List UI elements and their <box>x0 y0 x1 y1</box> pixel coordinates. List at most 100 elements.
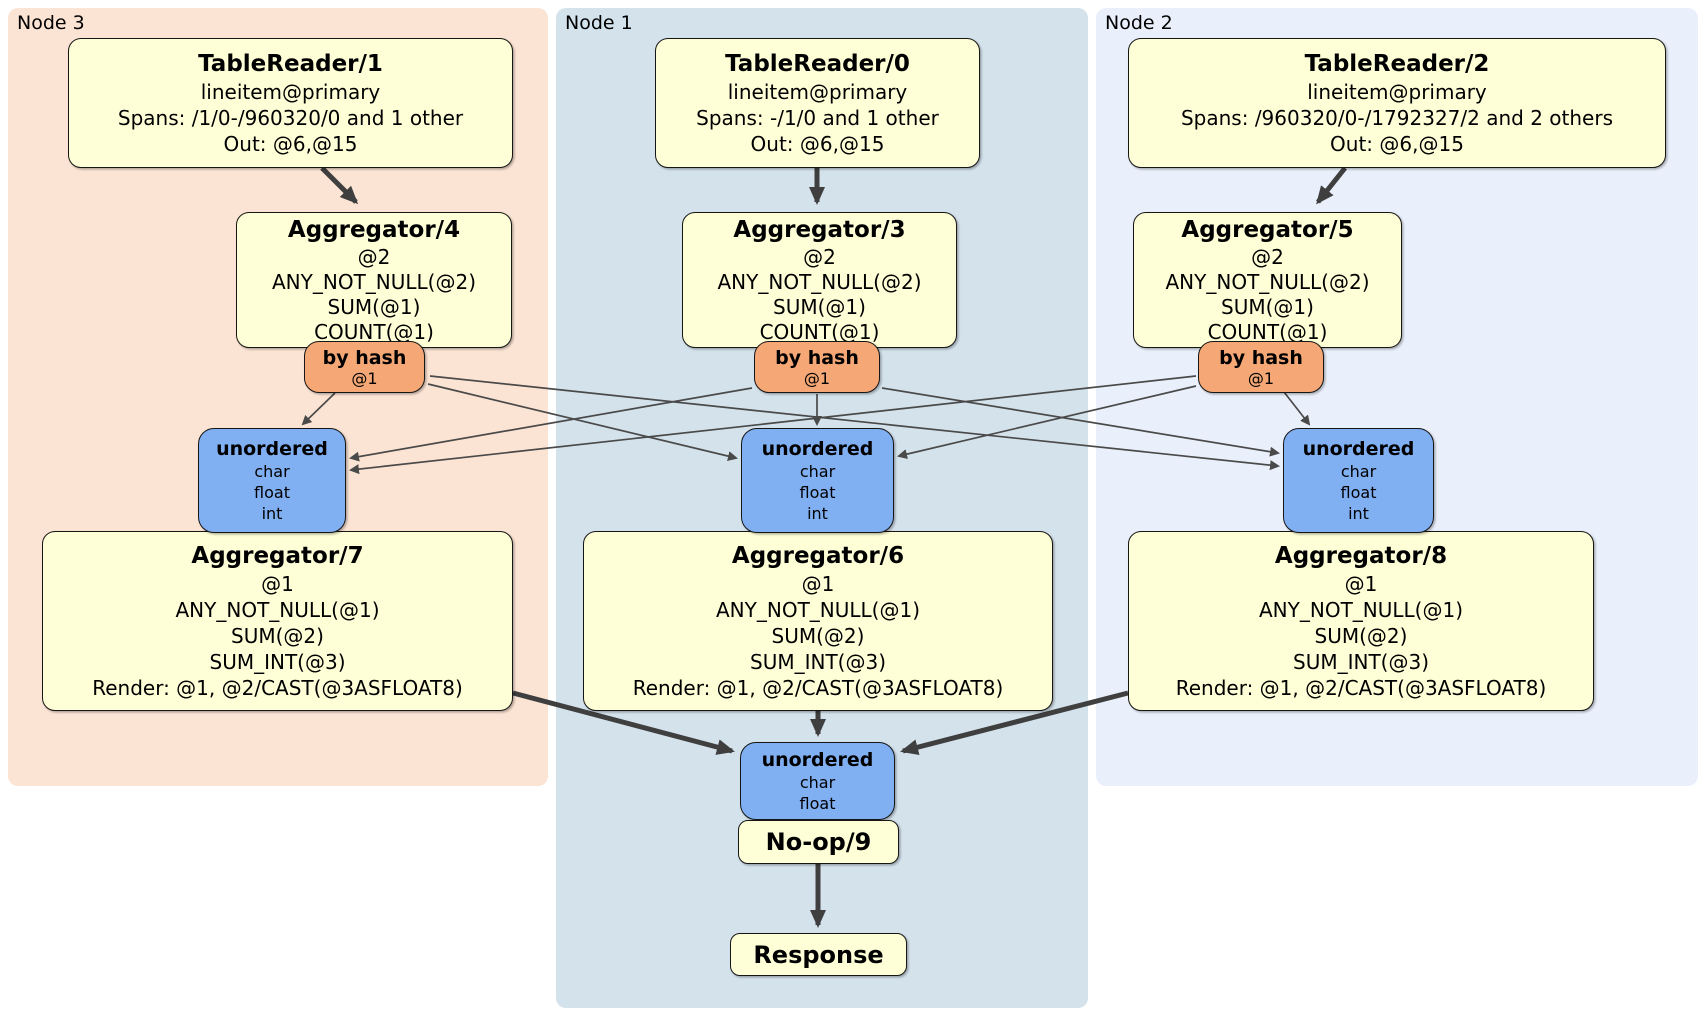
edge-byhash1-unordered2 <box>881 387 1280 457</box>
processor-title: Aggregator/3 <box>733 217 906 243</box>
router-key: @1 <box>803 368 831 388</box>
processor-row: Out: @6,@15 <box>1330 132 1464 156</box>
sync-column: int <box>1348 504 1369 523</box>
processor-row: Spans: /1/0-/960320/0 and 1 other <box>117 106 464 130</box>
processor-row: SUM_INT(@3) <box>750 650 886 674</box>
aggregator8-box: Aggregator/8 @1 ANY_NOT_NULL(@1) SUM(@2)… <box>1128 531 1594 711</box>
noop9-box: No-op/9 <box>738 820 899 864</box>
node1-label: Node 1 <box>565 12 633 34</box>
sync-column: char <box>254 462 290 481</box>
sync-column: float <box>799 483 836 502</box>
processor-title: TableReader/0 <box>725 51 910 77</box>
aggregator7-box: Aggregator/7 @1 ANY_NOT_NULL(@1) SUM(@2)… <box>42 531 513 711</box>
processor-row: @1 <box>801 572 835 596</box>
sync-column: int <box>261 504 283 523</box>
processor-row: ANY_NOT_NULL(@1) <box>716 598 920 622</box>
edge-aggregator8-unordered-final <box>900 690 1129 756</box>
router-title: by hash <box>775 346 859 369</box>
edge-tablereader2-aggregator5 <box>1316 166 1347 205</box>
processor-row: Render: @1, @2/CAST(@3ASFLOAT8) <box>92 676 463 700</box>
edge-byhash3-unordered1 <box>427 383 738 461</box>
byhash-router-node3: by hash @1 <box>304 341 425 393</box>
sync-column: char <box>799 773 836 792</box>
processor-row: Spans: -/1/0 and 1 other <box>696 106 939 130</box>
sync-column: float <box>1340 483 1377 502</box>
processor-row: ANY_NOT_NULL(@1) <box>1259 598 1463 622</box>
aggregator3-box: Aggregator/3 @2 ANY_NOT_NULL(@2) SUM(@1)… <box>682 212 957 348</box>
processor-row: lineitem@primary <box>727 80 908 104</box>
processor-title: Response <box>753 940 884 969</box>
processor-row: @2 <box>357 245 391 269</box>
processor-title: TableReader/2 <box>1304 51 1490 77</box>
processor-row: Out: @6,@15 <box>223 132 358 156</box>
processor-row: Render: @1, @2/CAST(@3ASFLOAT8) <box>632 676 1004 700</box>
processor-row: COUNT(@1) <box>1207 320 1328 344</box>
unordered-sync-node2: unordered char float int <box>1283 428 1434 533</box>
processor-row: SUM_INT(@3) <box>1293 650 1429 674</box>
sync-column: char <box>799 462 836 481</box>
processor-row: lineitem@primary <box>200 80 381 104</box>
sync-column: float <box>799 794 836 813</box>
processor-row: ANY_NOT_NULL(@2) <box>717 270 922 294</box>
processor-row: Render: @1, @2/CAST(@3ASFLOAT8) <box>1175 676 1547 700</box>
sync-column: int <box>807 504 828 523</box>
sync-column: char <box>1340 462 1377 481</box>
edge-tablereader1-aggregator4 <box>320 166 359 205</box>
processor-row: SUM(@1) <box>1221 295 1314 319</box>
processor-title: Aggregator/5 <box>1181 217 1354 243</box>
byhash-router-node1: by hash @1 <box>754 341 880 393</box>
edge-aggregator7-unordered-final <box>512 690 735 755</box>
main-flow-edges <box>320 166 1347 928</box>
unordered-sync-node1: unordered char float int <box>741 428 894 533</box>
router-key: @1 <box>351 368 378 388</box>
processor-title: Aggregator/8 <box>1274 543 1448 569</box>
processor-title: TableReader/1 <box>198 51 383 77</box>
processor-row: lineitem@primary <box>1307 80 1487 104</box>
tablereader2-box: TableReader/2 lineitem@primary Spans: /9… <box>1128 38 1666 168</box>
sync-title: unordered <box>216 438 328 460</box>
edge-byhash3-unordered3 <box>301 392 336 426</box>
processor-row: ANY_NOT_NULL(@2) <box>272 270 476 294</box>
router-key: @1 <box>1247 368 1275 388</box>
response-box: Response <box>730 933 907 976</box>
tablereader1-box: TableReader/1 lineitem@primary Spans: /1… <box>68 38 513 168</box>
aggregator5-box: Aggregator/5 @2 ANY_NOT_NULL(@2) SUM(@1)… <box>1133 212 1402 348</box>
processor-row: SUM(@1) <box>773 295 866 319</box>
unordered-sync-node3: unordered char float int <box>198 428 346 533</box>
processor-row: SUM_INT(@3) <box>209 650 346 674</box>
unordered-sync-final: unordered char float <box>740 742 895 820</box>
processor-row: @2 <box>803 245 836 269</box>
sync-column: float <box>254 483 290 502</box>
processor-row: SUM(@2) <box>1314 624 1408 648</box>
tablereader0-box: TableReader/0 lineitem@primary Spans: -/… <box>655 38 980 168</box>
sync-title: unordered <box>1302 438 1415 460</box>
processor-title: Aggregator/6 <box>731 543 905 569</box>
router-title: by hash <box>322 346 407 369</box>
processor-row: @1 <box>261 572 294 596</box>
processor-row: COUNT(@1) <box>759 320 880 344</box>
processor-title: Aggregator/4 <box>287 217 461 243</box>
processor-title: No-op/9 <box>765 828 872 856</box>
processor-row: SUM(@2) <box>771 624 865 648</box>
edge-byhash1-unordered3 <box>349 387 753 462</box>
aggregator6-box: Aggregator/6 @1 ANY_NOT_NULL(@1) SUM(@2)… <box>583 531 1053 711</box>
node2-label: Node 2 <box>1105 12 1173 34</box>
processor-row: @2 <box>1251 245 1284 269</box>
edge-byhash3-unordered2 <box>429 375 1280 471</box>
sync-title: unordered <box>761 438 874 460</box>
edge-byhash2-unordered1 <box>897 385 1197 460</box>
processor-row: @1 <box>1344 572 1378 596</box>
processor-row: ANY_NOT_NULL(@2) <box>1165 270 1370 294</box>
hash-route-edges <box>301 375 1311 475</box>
processor-row: SUM(@2) <box>231 624 324 648</box>
byhash-router-node2: by hash @1 <box>1198 341 1324 393</box>
processor-row: Out: @6,@15 <box>750 132 885 156</box>
node3-label: Node 3 <box>17 12 85 34</box>
router-title: by hash <box>1219 346 1303 369</box>
edge-byhash2-unordered3 <box>349 375 1197 475</box>
processor-row: SUM(@1) <box>327 295 421 319</box>
edge-byhash2-unordered2 <box>1283 391 1311 426</box>
sync-title: unordered <box>761 749 874 771</box>
